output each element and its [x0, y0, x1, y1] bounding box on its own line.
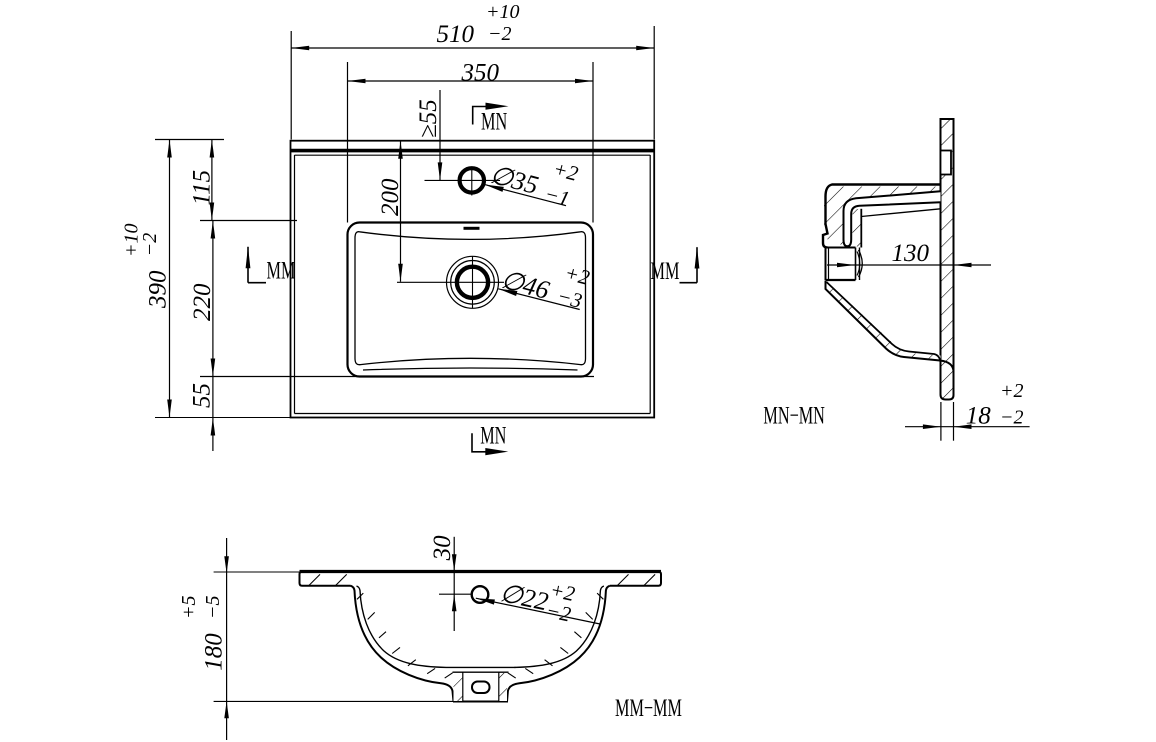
- svg-text:MM−MM: MM−MM: [615, 693, 682, 721]
- svg-text:−2: −2: [488, 23, 512, 45]
- svg-text:≥55: ≥55: [415, 99, 442, 138]
- svg-text:−2: −2: [544, 598, 574, 627]
- svg-text:55: 55: [189, 383, 216, 408]
- svg-text:+10: +10: [486, 1, 520, 23]
- svg-text:390: 390: [145, 270, 172, 309]
- svg-text:+2: +2: [551, 156, 581, 186]
- svg-text:−2: −2: [1000, 407, 1024, 429]
- svg-text:+2: +2: [548, 577, 578, 606]
- svg-text:180: 180: [201, 633, 228, 671]
- svg-text:∅46: ∅46: [498, 265, 552, 305]
- svg-text:200: 200: [377, 178, 404, 216]
- svg-text:−5: −5: [202, 596, 224, 620]
- svg-text:−1: −1: [542, 182, 572, 211]
- svg-text:∅22: ∅22: [497, 578, 551, 616]
- svg-text:MM: MM: [267, 256, 296, 284]
- svg-text:350: 350: [461, 60, 500, 87]
- svg-text:510: 510: [437, 21, 475, 48]
- svg-text:+10: +10: [121, 224, 143, 258]
- svg-text:+2: +2: [1000, 380, 1024, 402]
- svg-text:∅35: ∅35: [487, 160, 541, 200]
- svg-text:115: 115: [189, 170, 216, 206]
- svg-text:130: 130: [892, 240, 930, 267]
- svg-text:220: 220: [189, 283, 216, 321]
- svg-text:MM: MM: [651, 257, 680, 285]
- svg-text:−3: −3: [555, 284, 585, 313]
- svg-text:+5: +5: [178, 596, 200, 620]
- svg-text:−2: −2: [139, 233, 161, 257]
- svg-text:MN−MN: MN−MN: [763, 401, 825, 429]
- svg-text:MN: MN: [480, 421, 506, 449]
- svg-text:MN: MN: [481, 107, 507, 135]
- svg-text:30: 30: [429, 535, 456, 562]
- svg-text:18: 18: [966, 403, 992, 430]
